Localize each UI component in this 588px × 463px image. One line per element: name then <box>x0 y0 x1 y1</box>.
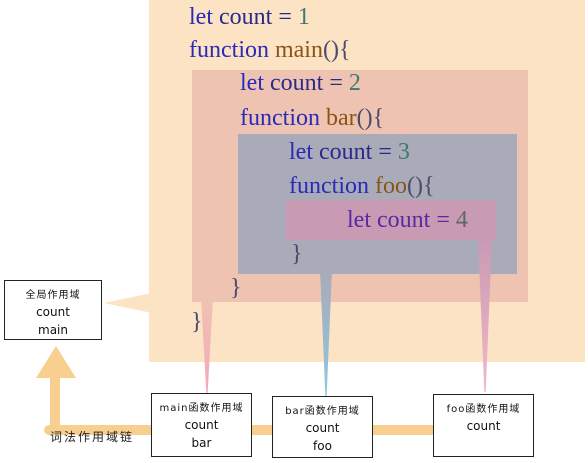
operator: = <box>378 139 392 165</box>
scope-chain-label: 词法作用域链 <box>50 430 135 444</box>
code-line-global-let: let count = 1 <box>189 5 310 29</box>
function-name: foo <box>374 173 407 199</box>
keyword: function <box>240 105 320 131</box>
box-title: main函数作用域 <box>159 403 244 414</box>
box-title: bar函数作用域 <box>285 406 360 417</box>
variable-name: count <box>219 4 273 30</box>
box-item: count <box>184 418 219 432</box>
function-name: bar <box>325 105 357 131</box>
global-scope-box: 全局作用域 count main <box>4 280 102 340</box>
box-item: count <box>466 419 501 433</box>
code-line-main-let: let count = 2 <box>240 71 361 95</box>
code-line-foo-decl: function foo(){ <box>289 174 435 198</box>
code-line-bar-let: let count = 3 <box>289 140 410 164</box>
keyword: let <box>240 70 264 96</box>
scope-chain-vertical <box>50 370 60 432</box>
box-item: main <box>38 323 68 337</box>
variable-name: count <box>270 70 324 96</box>
paren: (){ <box>356 105 385 131</box>
box-item: bar <box>191 436 212 450</box>
keyword: let <box>347 207 371 233</box>
main-scope-box: main函数作用域 count bar <box>151 393 252 457</box>
paren: (){ <box>322 37 351 63</box>
keyword: function <box>289 173 369 199</box>
keyword: let <box>189 4 213 30</box>
code-close-main: } <box>191 309 203 335</box>
operator: = <box>436 207 450 233</box>
foo-scope-box: foo函数作用域 count <box>433 394 534 457</box>
code-line-foo-let: let count = 4 <box>347 208 468 232</box>
code-line-main-decl: function main(){ <box>189 38 351 62</box>
literal: 4 <box>455 207 468 233</box>
bar-scope-box: bar函数作用域 count foo <box>272 396 373 458</box>
foo-scope-region <box>286 200 496 240</box>
box-title: 全局作用域 <box>25 290 81 301</box>
keyword: function <box>189 37 269 63</box>
code-close-foo: } <box>291 241 303 267</box>
box-item: foo <box>313 439 332 453</box>
literal: 3 <box>397 139 410 165</box>
variable-name: count <box>319 139 373 165</box>
variable-name: count <box>377 207 431 233</box>
operator: = <box>329 70 343 96</box>
code-line-bar-decl: function bar(){ <box>240 106 384 130</box>
box-item: count <box>305 421 340 435</box>
literal: 1 <box>297 4 310 30</box>
paren: (){ <box>406 173 435 199</box>
box-title: foo函数作用域 <box>446 404 521 415</box>
function-name: main <box>274 37 323 63</box>
code-close-bar: } <box>230 275 242 301</box>
operator: = <box>278 4 292 30</box>
box-item: count <box>36 305 70 319</box>
global-scope-pointer <box>104 293 152 313</box>
keyword: let <box>289 139 313 165</box>
literal: 2 <box>348 70 361 96</box>
